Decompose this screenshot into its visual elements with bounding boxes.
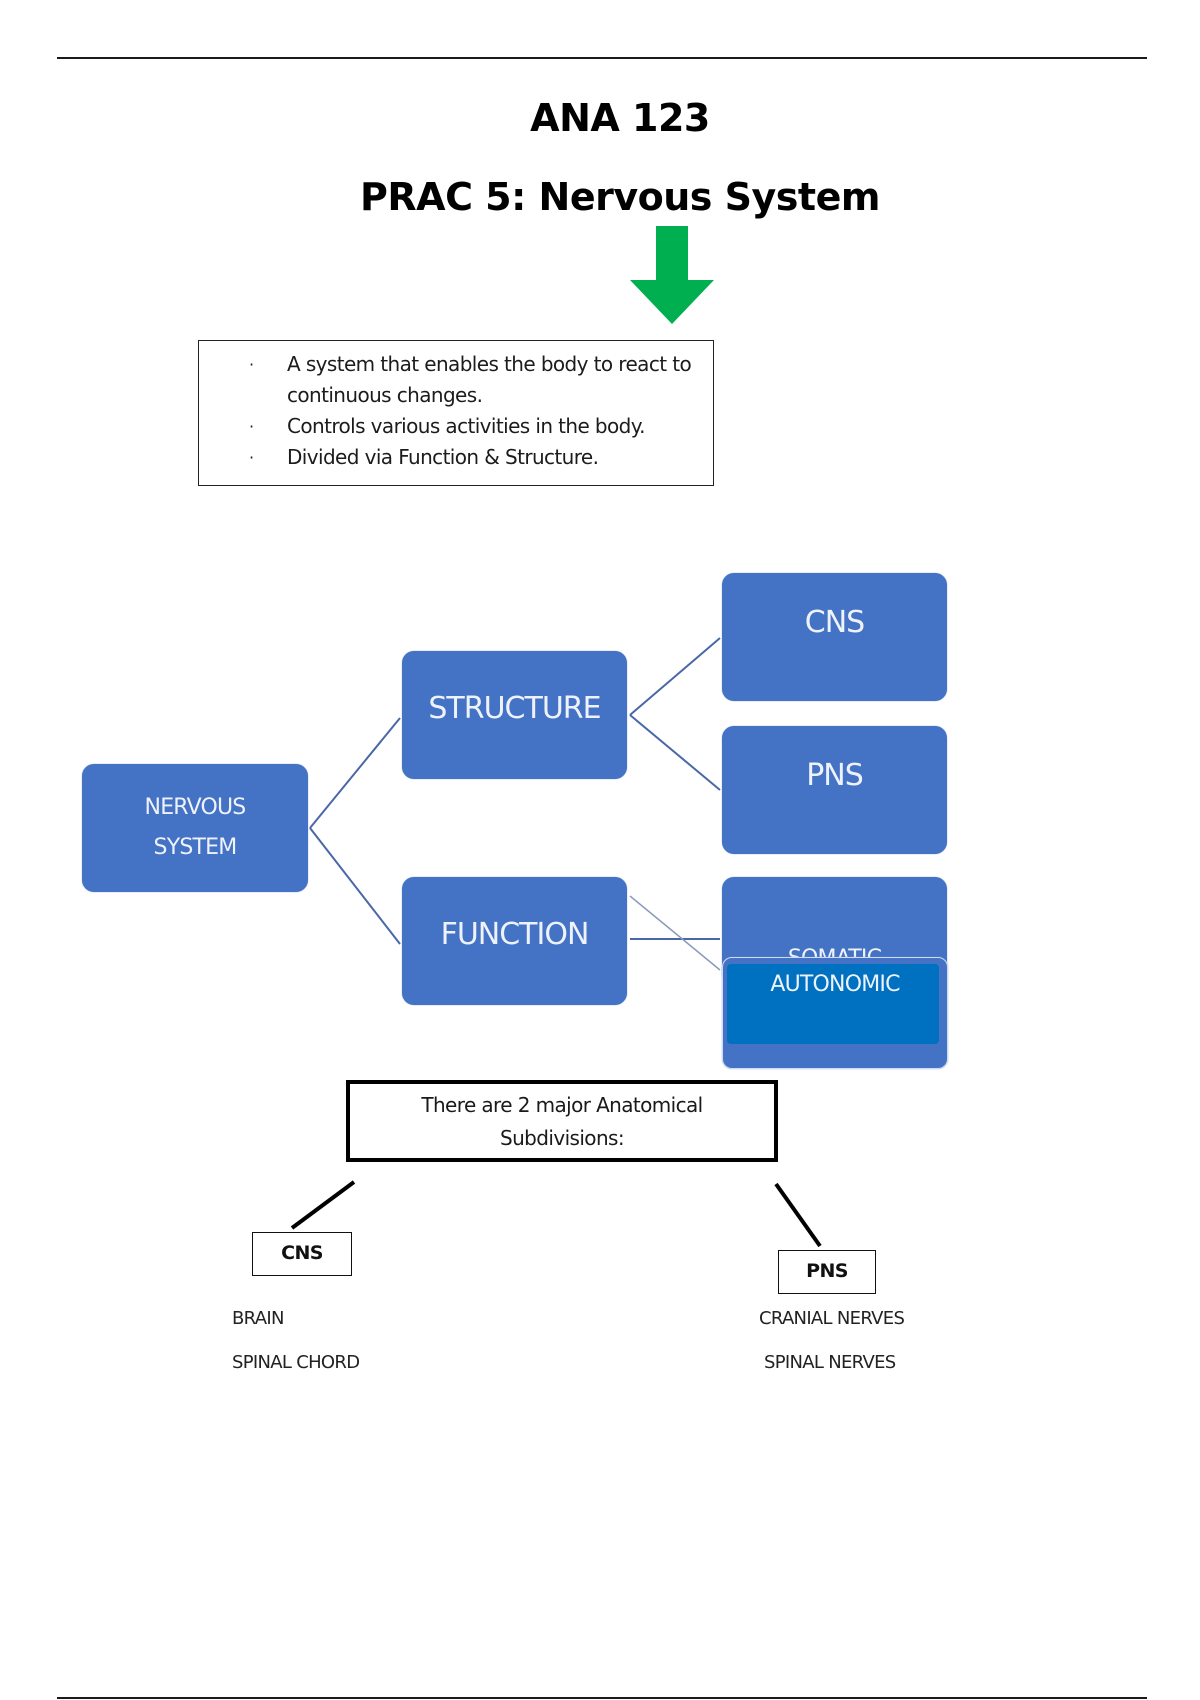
- node-cns: CNS: [722, 573, 947, 701]
- node-autonomic: AUTONOMIC: [722, 957, 948, 1069]
- bullet-text: Controls various activities in the body.: [287, 414, 646, 438]
- intro-bullet-box: · A system that enables the body to react…: [198, 340, 714, 486]
- node-nervous-system: NERVOUS SYSTEM: [82, 764, 308, 892]
- node-pns: PNS: [722, 726, 947, 854]
- node-function: FUNCTION: [402, 877, 627, 1005]
- connector-ns-structure: [309, 717, 401, 829]
- node-autonomic-highlight: [727, 964, 939, 1044]
- bullet-dot: ·: [249, 448, 254, 467]
- down-arrow-icon: [630, 226, 714, 324]
- pns-item-spinal-nerves: SPINAL NERVES: [764, 1352, 896, 1373]
- bullet-text: A system that enables the body to react …: [287, 352, 692, 407]
- down-arrow-shape: [630, 226, 714, 324]
- intro-bullet-list: · A system that enables the body to react…: [199, 341, 713, 473]
- intro-bullet-item: · A system that enables the body to react…: [199, 349, 713, 411]
- node-autonomic-label: AUTONOMIC: [770, 972, 900, 997]
- intro-bullet-item: · Divided via Function & Structure.: [199, 442, 713, 473]
- connector-structure-cns: [629, 637, 721, 716]
- top-rule: [57, 57, 1147, 59]
- bullet-dot: ·: [249, 355, 254, 374]
- prac-title-heading: PRAC 5: Nervous System: [360, 175, 880, 219]
- intro-bullet-item: · Controls various activities in the body…: [199, 411, 713, 442]
- note-line-2: Subdivisions:: [500, 1126, 625, 1150]
- bullet-text: Divided via Function & Structure.: [287, 445, 599, 469]
- subdivisions-note-box: There are 2 major Anatomical Subdivision…: [346, 1080, 778, 1162]
- course-code-heading: ANA 123: [530, 96, 710, 140]
- pns-item-cranial-nerves: CRANIAL NERVES: [759, 1308, 905, 1329]
- node-structure: STRUCTURE: [402, 651, 627, 779]
- bottom-rule: [57, 1697, 1147, 1699]
- node-nervous-system-line1: NERVOUS: [144, 795, 247, 820]
- note-line-1: There are 2 major Anatomical: [421, 1093, 703, 1117]
- connector-function-autonomic: [629, 895, 721, 971]
- cns-item-brain: BRAIN: [232, 1308, 284, 1329]
- pns-label-box: PNS: [778, 1250, 876, 1294]
- node-nervous-system-line2: SYSTEM: [153, 835, 238, 860]
- connector-structure-pns: [629, 714, 721, 791]
- bullet-dot: ·: [249, 417, 254, 436]
- connector-note-cns: [290, 1180, 356, 1230]
- connector-note-pns: [774, 1182, 822, 1248]
- cns-label-box: CNS: [252, 1232, 352, 1276]
- connector-ns-function: [309, 827, 401, 945]
- cns-item-spinal-chord: SPINAL CHORD: [232, 1352, 360, 1373]
